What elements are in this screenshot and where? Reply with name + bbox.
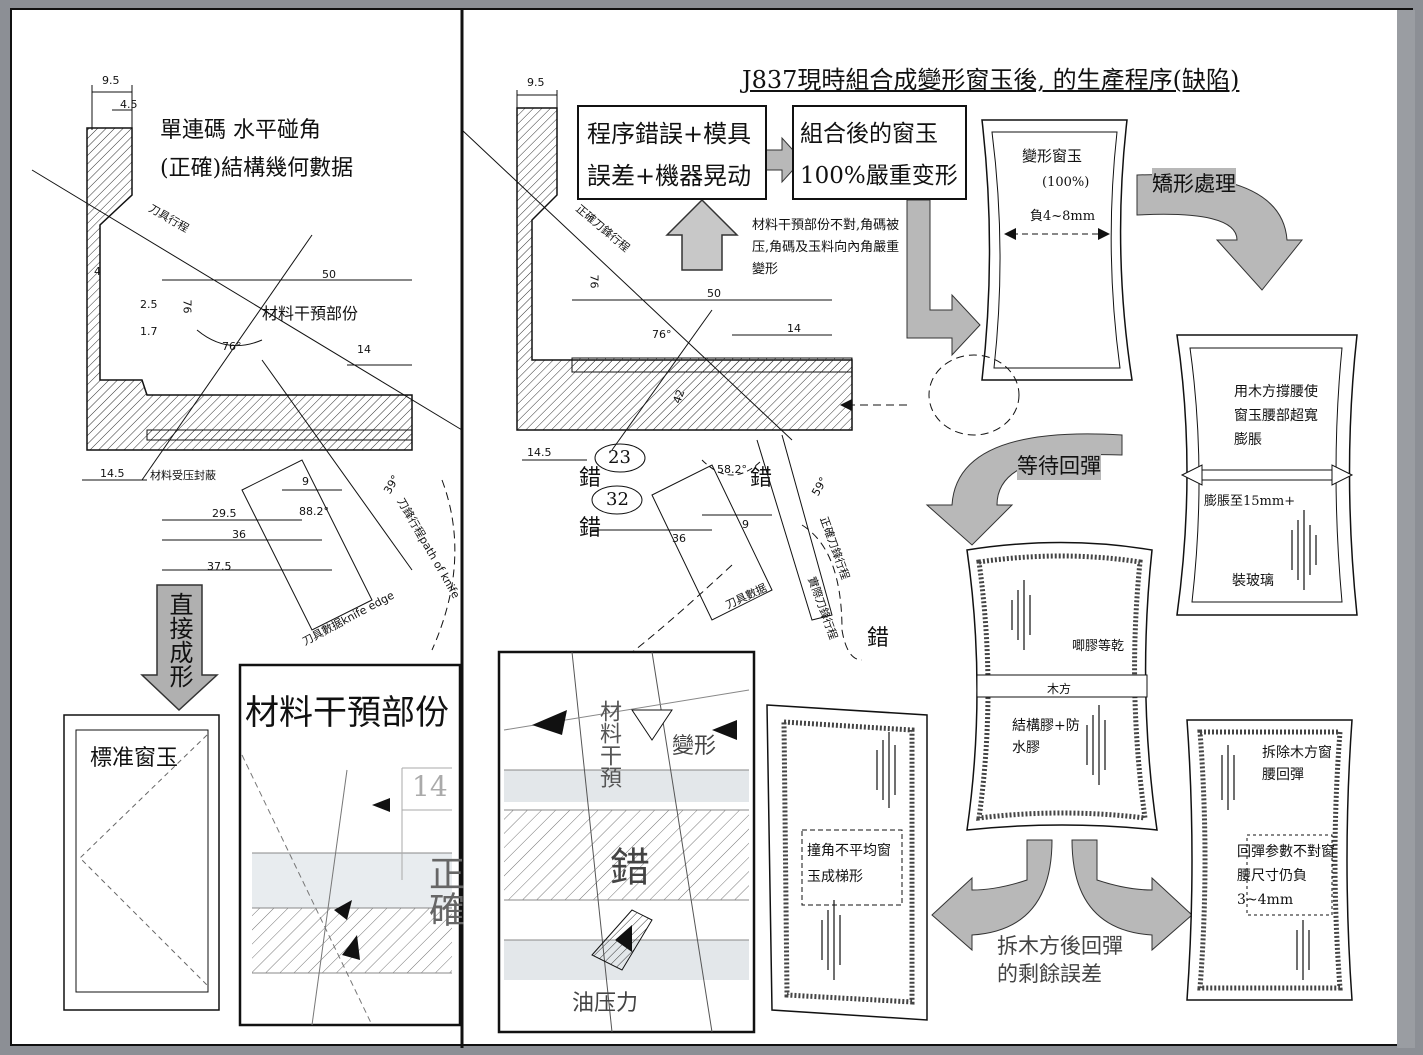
- correction-label: 矯形處理: [1152, 168, 1236, 198]
- dim-9-5-left: 9.5: [102, 74, 120, 87]
- diagram-title: J837現時組合成變形窗玉後, 的生產程序(缺陷): [742, 66, 1240, 94]
- dim-14-5-right: 14.5: [527, 446, 552, 459]
- error-box-text: 程序錯誤+模具誤差+機器晃动: [587, 120, 752, 190]
- left-zoom: [238, 663, 462, 1027]
- direct-forming-label: 直接成形: [165, 592, 193, 688]
- deformed-box: 組合後的窗玉100%嚴重变形: [792, 105, 967, 200]
- material-part-left: 材料干預部份: [262, 304, 359, 323]
- uneven-text: 撞角不平均窗玉成梯形: [807, 843, 891, 885]
- dim-76-right: 76: [587, 274, 601, 289]
- left-profile: [31, 85, 463, 651]
- standard-window-outer: [63, 714, 220, 1011]
- right-zoom: [497, 650, 756, 1034]
- wrong-1: 錯: [579, 466, 602, 491]
- sealed-label: 材料受压封蔽: [150, 469, 216, 482]
- dim-9-5-right: 9.5: [527, 76, 545, 89]
- zoom-deform-label: 變形: [672, 734, 717, 759]
- standard-window-label: 標准窗玉: [90, 746, 179, 771]
- dim-14-5-left: 14.5: [100, 467, 125, 480]
- residual-text: 拆木方後回彈的剩餘誤差: [997, 934, 1123, 986]
- wrong-4: 錯: [867, 626, 890, 651]
- expanded-window: [1176, 334, 1358, 616]
- wood-support-text: 用木方撐腰使窗玉腰部超寬膨脹: [1234, 384, 1318, 448]
- structure-glue-text: 結構膠+防水膠: [1012, 718, 1080, 756]
- left-zoom-dim-14: 14: [412, 770, 448, 803]
- deformed-window-pct: (100%): [1042, 175, 1090, 190]
- zoom-material-label: 材料干預: [596, 700, 621, 788]
- wrong-3: 錯: [750, 466, 773, 491]
- left-heading-2: (正確)結構幾何數据: [160, 156, 354, 181]
- zoom-wrong-label: 錯: [610, 845, 650, 891]
- dim-50-right: 50: [707, 287, 721, 300]
- deformed-window-neg: 負4~8mm: [1030, 209, 1096, 224]
- direct-forming-arrow: [140, 584, 219, 712]
- dim-36-right: 36: [672, 532, 686, 545]
- left-zoom-correct: 正確: [423, 855, 464, 927]
- remove-wood-text: 拆除木方窗腰回彈: [1262, 745, 1332, 783]
- dim-14-left: 14: [357, 343, 371, 356]
- dim-4-5-left: 4.5: [120, 98, 138, 111]
- deformed-window: [981, 119, 1133, 381]
- dim-29-5-left: 29.5: [212, 507, 237, 520]
- dim-76-deg-right: 76°: [652, 328, 672, 341]
- diagram-frame: J837現時組合成變形窗玉後, 的生產程序(缺陷) 9.5 4.5 單連碼 水平…: [10, 8, 1415, 1048]
- expand-text: 膨脹至15mm+: [1204, 494, 1296, 509]
- dim-76-left: 76: [180, 299, 194, 314]
- error-box: 程序錯誤+模具誤差+機器晃动: [577, 105, 767, 200]
- dim-50-left: 50: [322, 268, 336, 281]
- dim-1-7-left: 1.7: [140, 325, 158, 338]
- left-heading-1: 單連碼 水平碰角: [160, 118, 321, 143]
- circle-23: 23: [608, 447, 631, 468]
- down-right-arrow: [906, 199, 981, 357]
- dim-36-left: 36: [232, 528, 246, 541]
- wood-label: 木方: [1047, 682, 1072, 696]
- trapezoid-window: [766, 704, 928, 1021]
- down-right-arrow-2: [1071, 839, 1193, 952]
- spring-param-text: 回彈参數不對窗腰尺寸仍負3~4mm: [1237, 844, 1335, 908]
- up-arrow: [665, 198, 739, 271]
- dim-4-left: 4: [94, 265, 101, 278]
- circle-32: 32: [606, 489, 629, 510]
- dim-88-2-left: 88.2°: [299, 505, 329, 518]
- line-art: [31, 10, 1415, 1048]
- dim-76-deg-left: 76°: [222, 340, 242, 353]
- down-left-arrow: [931, 839, 1053, 952]
- dim-58-2-right: 58.2°: [717, 463, 747, 476]
- dim-9-left: 9: [302, 475, 309, 488]
- wrong-2: 錯: [579, 516, 602, 541]
- glue-dry-text: 唧膠等乾: [1072, 639, 1125, 654]
- left-zoom-title: 材料干預部份: [245, 693, 449, 733]
- install-glass-text: 裝玻璃: [1232, 573, 1274, 589]
- wait-spring-label: 等待回彈: [1017, 450, 1101, 480]
- dim-2-5-left: 2.5: [140, 298, 158, 311]
- dim-14-right: 14: [787, 322, 801, 335]
- dim-37-5-left: 37.5: [207, 560, 232, 573]
- deformed-window-label: 變形窗玉: [1022, 147, 1083, 165]
- warning-text: 材料干預部份不對,角碼被压,角碼及玉料向內角嚴重變形: [752, 218, 900, 277]
- dim-9-right: 9: [742, 518, 749, 531]
- deformed-box-text: 組合後的窗玉100%嚴重变形: [800, 121, 958, 189]
- oil-pressure-label: 油压力: [572, 991, 639, 1016]
